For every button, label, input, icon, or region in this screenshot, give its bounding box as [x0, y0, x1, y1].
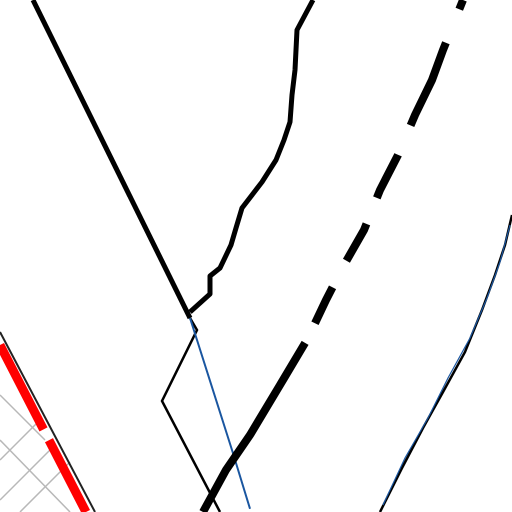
- railway-red-dashed: [0, 331, 96, 512]
- grid-lines: [0, 394, 71, 512]
- boundary-line-thin-wedge: [160, 317, 222, 512]
- boundary-line-thick-diagonal: [30, 0, 193, 320]
- water-line-blue-right: [382, 224, 511, 506]
- water-line-blue: [189, 317, 252, 512]
- boundary-line-dashed: [199, 0, 467, 512]
- boundary-line-irregular: [188, 0, 316, 314]
